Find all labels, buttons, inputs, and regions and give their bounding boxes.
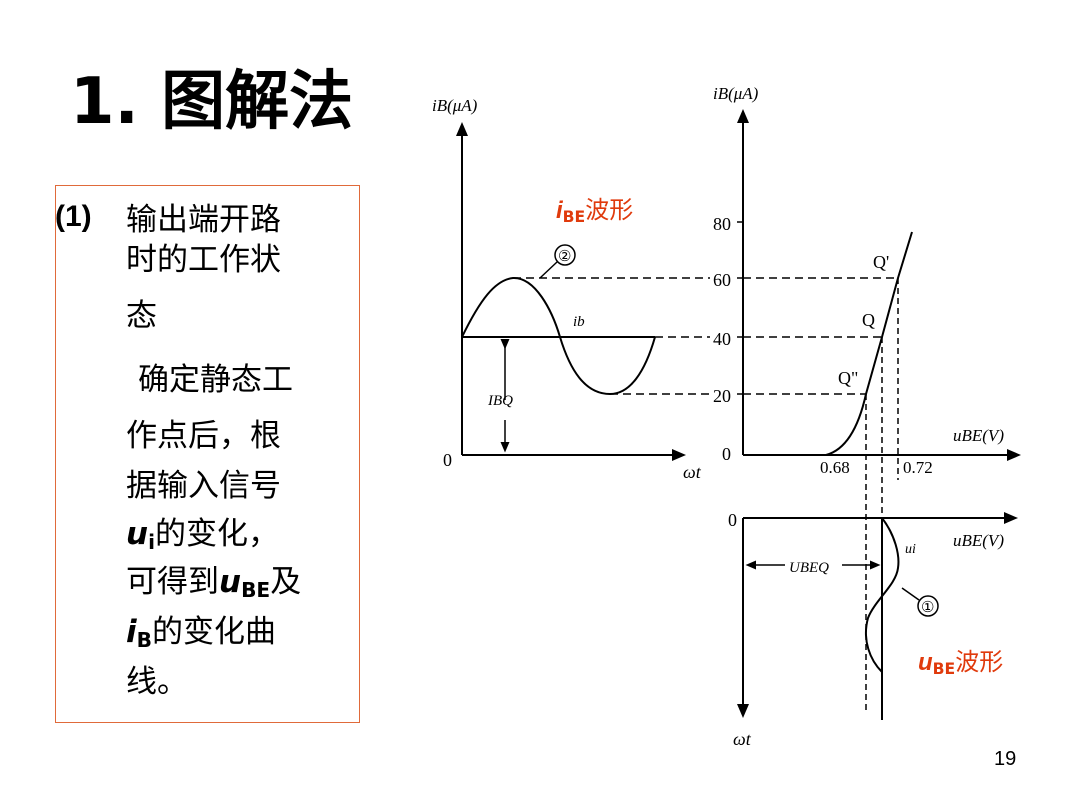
ube-var: u: [219, 564, 242, 600]
page-number: 19: [994, 748, 1017, 770]
circle-2-marker: [554, 244, 576, 266]
ui-rest: 的变化，: [154, 516, 279, 552]
left-x-axis-label: ωt: [683, 462, 702, 482]
text-line: 时的工作状: [126, 242, 281, 278]
q-label: Q: [862, 310, 875, 330]
text-line-ube: 可得到uBE及: [126, 562, 301, 610]
ib-sub: B: [136, 628, 152, 653]
ib-var: i: [126, 614, 137, 650]
ube-wave-text: 波形: [955, 648, 1004, 676]
tick-label-60: 60: [713, 270, 731, 290]
ube-waveform-label: uBE波形: [918, 642, 1003, 678]
lower-ube-axis-label: uBE(V): [953, 531, 1004, 550]
q-prime-label: Q': [873, 252, 889, 272]
circle-2-leader: [539, 261, 558, 279]
line8-post: 及: [270, 564, 302, 600]
tick-label-068: 0.68: [820, 458, 850, 477]
ib-label: ib: [573, 314, 585, 330]
text-line: 确定静态工: [138, 362, 293, 398]
ib-rest: 的变化曲: [152, 614, 276, 650]
circle-1-label: ①: [921, 600, 934, 616]
line8-pre: 可得到: [126, 564, 219, 600]
ube-sub: BE: [241, 578, 271, 603]
lower-y-axis-label: ωt: [733, 729, 752, 749]
ube-wave-sub: BE: [932, 659, 956, 678]
circle-1-marker: [917, 595, 939, 617]
item-number: (1): [55, 200, 92, 233]
right-origin: 0: [722, 444, 731, 464]
circle-2-label: ②: [558, 249, 571, 265]
text-line-ui: ui的变化，: [126, 514, 279, 562]
tick-label-80: 80: [713, 214, 731, 234]
ube-waveform: [864, 517, 900, 673]
ube-wave-var: u: [918, 649, 933, 676]
ib-waveform: [461, 276, 656, 396]
text-line: 据输入信号: [126, 468, 281, 504]
ibe-wave-var: i: [556, 197, 563, 224]
text-line: 输出端开路: [126, 202, 281, 238]
lower-origin: 0: [728, 510, 737, 530]
text-line: 线。: [126, 664, 188, 700]
text-line: 态: [126, 298, 157, 334]
left-y-axis-label: iB(μA): [432, 96, 478, 115]
input-characteristic-curve: [825, 231, 913, 456]
tick-label-072: 0.72: [903, 458, 933, 477]
text-box: [55, 185, 360, 723]
ibe-waveform-label: iBE波形: [556, 190, 633, 226]
ibe-wave-text: 波形: [585, 196, 634, 224]
ibe-wave-sub: BE: [562, 207, 586, 226]
ibq-label: IBQ: [487, 393, 513, 409]
text-line-ib: iB的变化曲: [126, 612, 276, 660]
ube-axis-label: uBE(V): [953, 426, 1004, 445]
q-double-prime-label: Q": [838, 368, 858, 388]
tick-label-20: 20: [713, 386, 731, 406]
text-line: 作点后，根: [126, 418, 281, 454]
tick-label-40: 40: [713, 329, 731, 349]
right-y-axis-label: iB(μA): [713, 84, 759, 103]
ui-label: ui: [905, 542, 916, 557]
left-origin: 0: [443, 450, 452, 470]
ui-sub: i: [148, 530, 155, 555]
ubeq-label: UBEQ: [789, 560, 829, 576]
circle-1-leader: [901, 587, 920, 601]
ui-var: u: [126, 516, 149, 552]
slide-title: 1. 图解法: [70, 65, 354, 139]
